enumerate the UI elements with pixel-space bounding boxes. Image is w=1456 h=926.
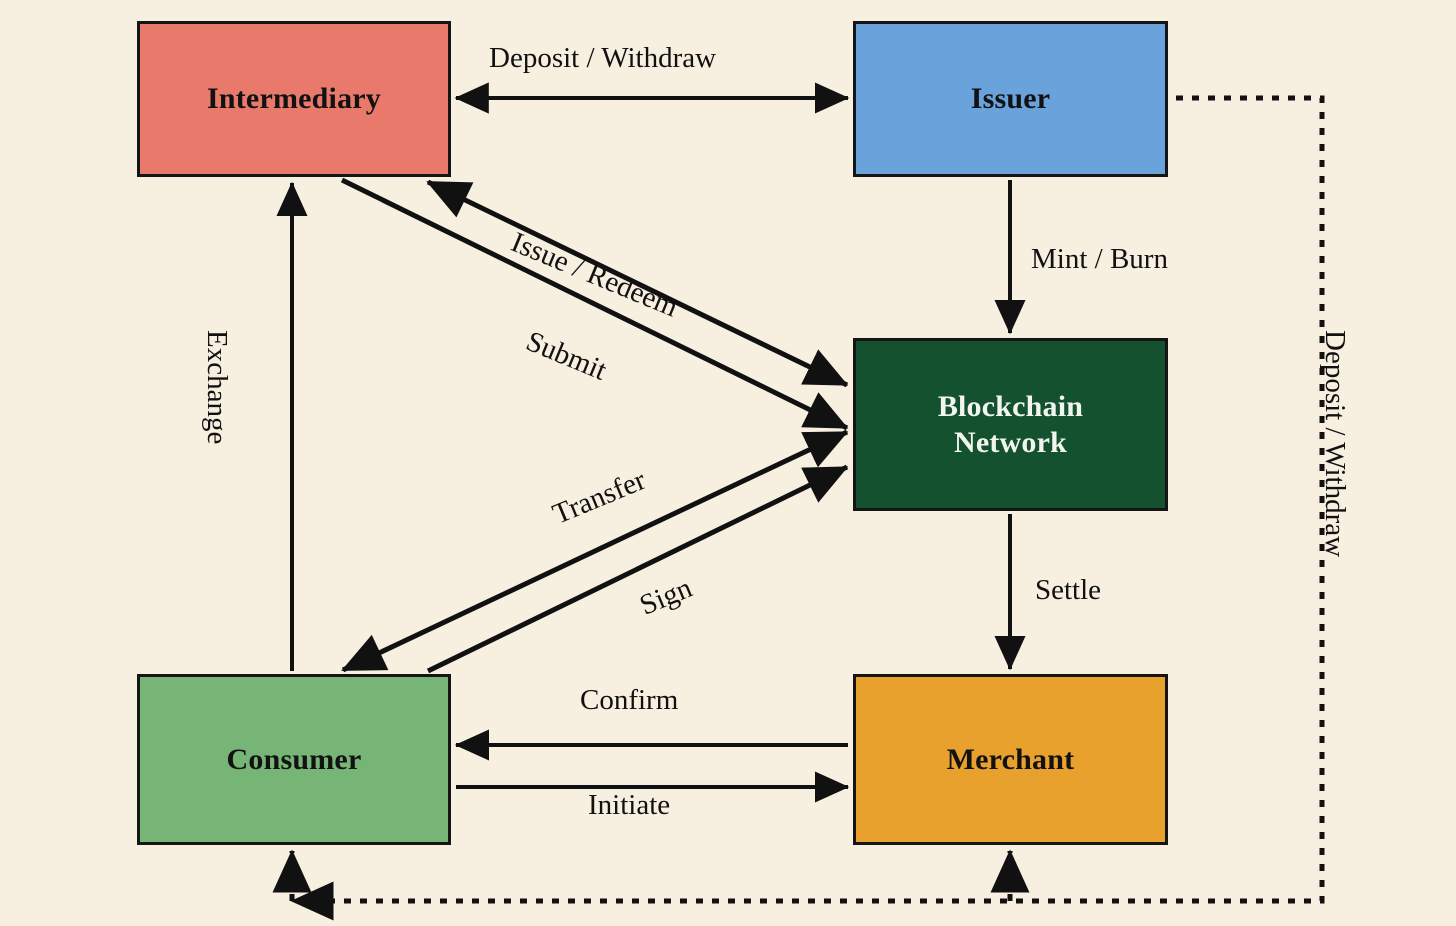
node-intermediary-label: Intermediary xyxy=(206,82,382,116)
node-merchant-label: Merchant xyxy=(946,742,1075,776)
node-consumer[interactable]: Consumer xyxy=(137,674,451,845)
edge-deposit-withdraw-right xyxy=(290,95,1325,921)
edge-label-deposit-withdraw-right: Deposit / Withdraw xyxy=(1319,330,1351,558)
edge-label-settle: Settle xyxy=(1035,574,1102,606)
edge-issue-redeem xyxy=(426,179,849,388)
node-merchant[interactable]: Merchant xyxy=(853,674,1168,845)
node-blockchain-network[interactable]: Blockchain Network xyxy=(853,338,1168,511)
edge-submit xyxy=(340,177,849,431)
node-blockchain-network-label: Blockchain Network xyxy=(938,389,1083,460)
edge-label-confirm: Confirm xyxy=(580,684,679,716)
edge-label-initiate: Initiate xyxy=(588,789,671,821)
node-blockchain-line-1: Blockchain xyxy=(937,390,1084,424)
node-intermediary[interactable]: Intermediary xyxy=(137,21,451,177)
node-consumer-label: Consumer xyxy=(226,742,362,776)
node-issuer[interactable]: Issuer xyxy=(853,21,1168,177)
edge-sign xyxy=(426,464,849,674)
node-issuer-label: Issuer xyxy=(970,82,1051,116)
edge-label-exchange: Exchange xyxy=(201,330,233,445)
edge-label-deposit-withdraw-top: Deposit / Withdraw xyxy=(489,42,717,74)
edge-transfer xyxy=(341,429,849,673)
node-blockchain-line-2: Network xyxy=(953,425,1068,459)
edge-label-mint-burn: Mint / Burn xyxy=(1031,243,1168,275)
